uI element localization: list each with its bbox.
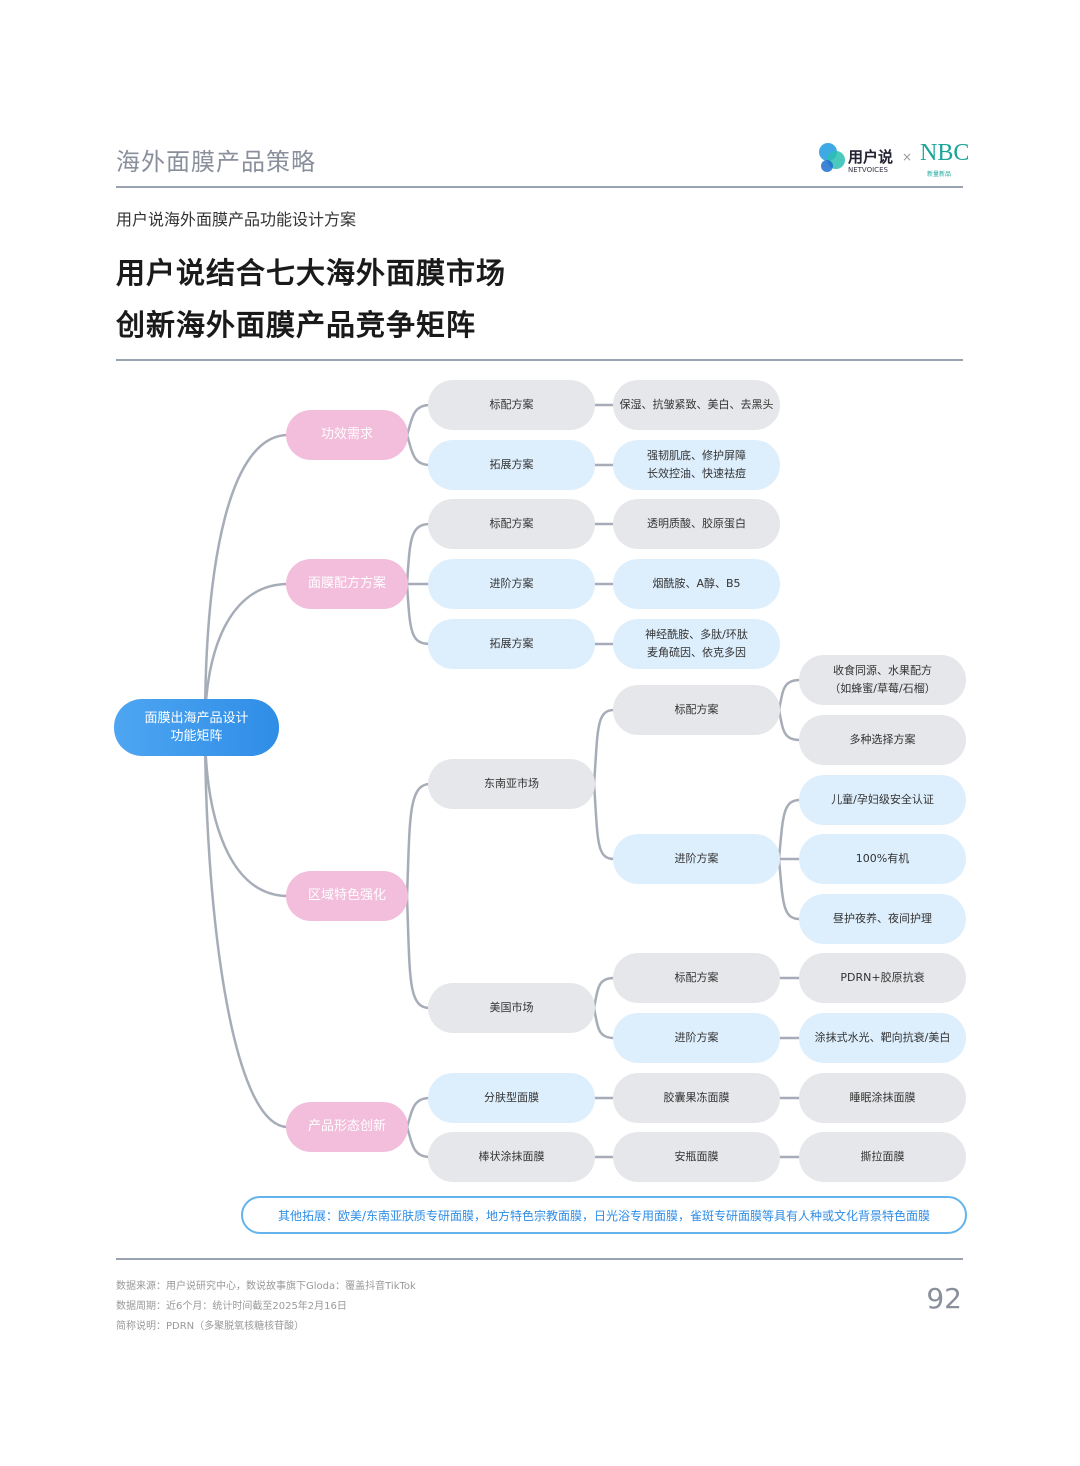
logo-times: ×: [902, 150, 913, 164]
page-number: 92: [926, 1282, 962, 1315]
sea-standard: 标配方案: [613, 685, 780, 735]
branch-efficacy: 功效需求: [286, 410, 408, 460]
sea-advanced-value-3: 昼护夜养、夜间护理: [799, 894, 966, 944]
formula-extended-line-1: 神经酰胺、多肽/环肽: [645, 628, 748, 641]
section-title: 海外面膜产品策略: [116, 148, 316, 176]
us-standard: 标配方案: [613, 953, 780, 1003]
logo-brand-text: 用户说: [848, 148, 894, 166]
branch-regional: 区域特色强化: [286, 871, 408, 921]
headline-divider: [116, 359, 963, 361]
efficacy-extended-value: 强韧肌底、修护屏障 长效控油、快速祛痘: [613, 440, 780, 490]
us-advanced: 进阶方案: [613, 1013, 780, 1063]
footer-period: 数据周期：近6个月：统计时间截至2025年2月16日: [116, 1301, 347, 1312]
form-ampoule-mask: 安瓶面膜: [613, 1132, 780, 1182]
form-skin-type-mask: 分肤型面膜: [428, 1073, 595, 1123]
sea-standard-value-1-line-1: 收食同源、水果配方: [833, 664, 932, 677]
netvoices-logo-icon: [819, 143, 845, 172]
sea-standard-value-1-line-2: （如蜂蜜/草莓/石榴）: [829, 682, 936, 695]
sea-standard-value-2: 多种选择方案: [799, 715, 966, 765]
root-label-line-2: 功能矩阵: [170, 728, 223, 744]
root-label-line-1: 面膜出海产品设计: [144, 710, 249, 726]
branch-formula: 面膜配方方案: [286, 559, 408, 609]
us-advanced-value: 涂抹式水光、靶向抗衰/美白: [799, 1013, 966, 1063]
region-southeast-asia: 东南亚市场: [428, 759, 595, 809]
efficacy-standard-value: 保湿、抗皱紧致、美白、去黑头: [613, 380, 780, 430]
headline-line-1: 用户说结合七大海外面膜市场: [116, 256, 507, 290]
form-stick-mask: 棒状涂抹面膜: [428, 1132, 595, 1182]
footer-source: 数据来源：用户说研究中心，数说故事旗下Gloda：覆盖抖音TikTok: [116, 1281, 416, 1292]
sea-standard-value-1: 收食同源、水果配方 （如蜂蜜/草莓/石榴）: [799, 655, 966, 705]
region-us: 美国市场: [428, 983, 595, 1033]
logo-brand-sub: NETVOICES: [848, 166, 888, 174]
mindmap-root: 面膜出海产品设计 功能矩阵: [114, 699, 279, 756]
us-standard-value: PDRN+胶原抗衰: [799, 953, 966, 1003]
efficacy-standard: 标配方案: [428, 380, 595, 430]
efficacy-extended-line-2: 长效控油、快速祛痘: [647, 467, 746, 480]
efficacy-extended: 拓展方案: [428, 440, 595, 490]
branch-form: 产品形态创新: [286, 1102, 408, 1152]
formula-extended-value: 神经酰胺、多肽/环肽 麦角硫因、依克多因: [613, 619, 780, 669]
footer-abbreviation: 简称说明：PDRN（多聚脱氧核糖核苷酸）: [116, 1321, 305, 1332]
sea-advanced: 进阶方案: [613, 834, 780, 884]
nbc-logo: NBC: [920, 140, 970, 166]
sea-advanced-value-1: 儿童/孕妇级安全认证: [799, 775, 966, 825]
headline-line-2: 创新海外面膜产品竞争矩阵: [116, 308, 477, 342]
form-capsule-jelly-mask: 胶囊果冻面膜: [613, 1073, 780, 1123]
form-peel-off-mask: 撕拉面膜: [799, 1132, 966, 1182]
page-subtitle: 用户说海外面膜产品功能设计方案: [116, 210, 357, 229]
formula-extended: 拓展方案: [428, 619, 595, 669]
formula-advanced: 进阶方案: [428, 559, 595, 609]
sea-advanced-value-2: 100%有机: [799, 834, 966, 884]
formula-standard: 标配方案: [428, 499, 595, 549]
form-sleeping-mask: 睡眠涂抹面膜: [799, 1073, 966, 1123]
other-extensions-note: 其他拓展：欧美/东南亚肤质专研面膜，地方特色宗教面膜，日光浴专用面膜，雀斑专研面…: [241, 1196, 967, 1234]
formula-advanced-value: 烟酰胺、A醇、B5: [613, 559, 780, 609]
netvoices-logo: 用户说 NETVOICES: [816, 140, 896, 180]
formula-extended-line-2: 麦角硫因、依克多因: [647, 646, 746, 659]
efficacy-extended-line-1: 强韧肌底、修护屏障: [647, 449, 746, 462]
header-divider: [116, 186, 963, 188]
formula-standard-value: 透明质酸、胶原蛋白: [613, 499, 780, 549]
nbc-logo-sub: 新量新品: [927, 171, 952, 178]
footer-divider: [116, 1258, 963, 1260]
